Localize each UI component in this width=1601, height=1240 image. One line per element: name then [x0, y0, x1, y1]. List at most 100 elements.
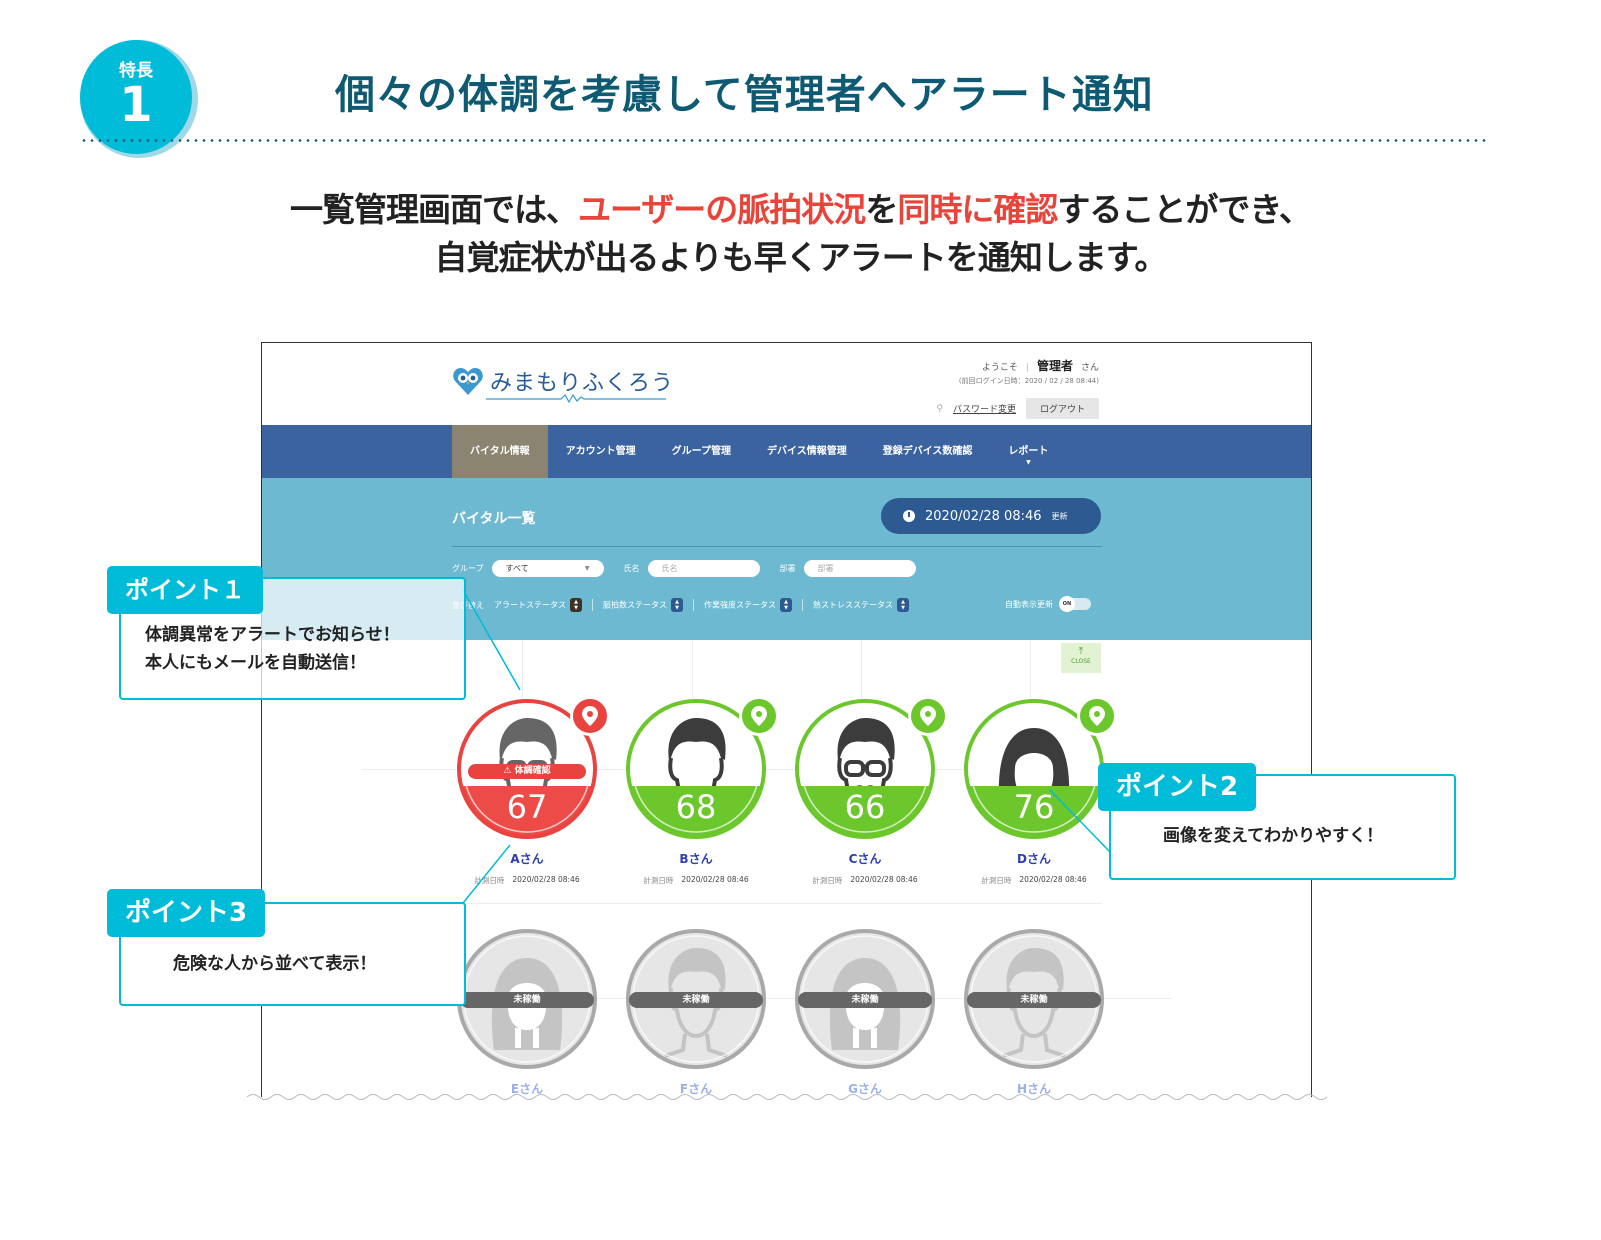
- caret-down-icon: ▼: [1026, 459, 1031, 466]
- user-name[interactable]: Fさん: [679, 1082, 713, 1096]
- sort-toggle-icon[interactable]: ▲▼: [780, 598, 792, 612]
- owl-heart-icon: [453, 368, 483, 395]
- name-label: 氏名: [623, 564, 640, 573]
- updated-datetime: 2020/02/28 08:46: [925, 508, 1042, 524]
- sort-option[interactable]: 脈拍数ステータス▲▼: [603, 598, 683, 612]
- group-select[interactable]: すべて ▼: [491, 560, 604, 577]
- location-pin-icon[interactable]: [1077, 696, 1117, 736]
- nav-item-3[interactable]: デバイス情報管理: [767, 446, 847, 457]
- point-2-tag: ポイント2: [1098, 763, 1257, 811]
- sort-options: 並び替えアラートステータス▲▼脈拍数ステータス▲▼作業強度ステータス▲▼熱ストレ…: [452, 598, 909, 612]
- grid-divider: [362, 769, 1172, 770]
- sort-toggle-icon[interactable]: ▲▼: [897, 598, 909, 612]
- offline-badge: 未稼働: [629, 992, 763, 1008]
- sort-option[interactable]: 作業強度ステータス▲▼: [704, 598, 792, 612]
- user-avatar[interactable]: 未稼働: [456, 928, 598, 1070]
- name-input[interactable]: 氏名: [647, 560, 760, 577]
- filters: グループ すべて ▼ 氏名 氏名 部署 部署: [452, 560, 928, 577]
- user-name[interactable]: Dさん: [1017, 852, 1051, 866]
- user-name[interactable]: Aさん: [510, 852, 544, 866]
- offline-badge: 未稼働: [798, 992, 932, 1008]
- pulse-value: 76: [1013, 788, 1055, 826]
- user-card[interactable]: 未稼働 Gさん: [790, 928, 940, 1097]
- user-name[interactable]: Cさん: [848, 852, 882, 866]
- pulse-value: 68: [675, 788, 717, 826]
- nav-item-4[interactable]: 登録デバイス数確認: [882, 446, 973, 457]
- user-card[interactable]: 未稼働 Hさん: [959, 928, 1109, 1097]
- callout-text: 危険な人から並べて表示！: [173, 954, 377, 974]
- panel-title: バイタル一覧: [452, 511, 536, 527]
- user-card[interactable]: 未稼働 Eさん: [452, 928, 602, 1097]
- callout-text: 本人にもメールを自動送信！: [145, 653, 366, 673]
- password-change-link[interactable]: パスワード変更: [952, 405, 1016, 415]
- user-name[interactable]: Hさん: [1016, 1082, 1052, 1096]
- location-pin-icon[interactable]: [570, 696, 610, 736]
- last-login: (前回ログイン日時：2020 / 02 / 28 08:44): [958, 377, 1099, 385]
- main-nav: バイタル情報 アカウント管理 グループ管理 デバイス情報管理 登録デバイス数確認 レポート…: [262, 425, 1311, 478]
- user-avatar[interactable]: 68: [625, 698, 767, 840]
- callout-text: 画像を変えてわかりやすく！: [1163, 826, 1384, 846]
- sort-option[interactable]: アラートステータス▲▼: [494, 598, 582, 612]
- user-avatar[interactable]: 未稼働: [963, 928, 1105, 1070]
- auto-refresh: 自動表示更新 ON: [1005, 596, 1091, 612]
- location-pin-icon[interactable]: [908, 696, 948, 736]
- chevron-down-icon: ▼: [584, 565, 590, 572]
- badge-label: 特長: [119, 61, 153, 81]
- user-card[interactable]: 未稼働 Fさん: [621, 928, 771, 1097]
- dept-label: 部署: [779, 564, 796, 573]
- pulse-value: 67: [506, 788, 548, 826]
- logo-pulse-line: [486, 393, 666, 403]
- page-title: 個々の体調を考慮して管理者へアラート通知: [335, 72, 1154, 118]
- sort-toggle-icon[interactable]: ▲▼: [570, 598, 582, 612]
- updated-suffix: 更新: [1051, 511, 1068, 521]
- sort-option[interactable]: 熱ストレスステータス▲▼: [813, 598, 909, 612]
- torn-edge: [247, 1094, 1327, 1100]
- grid-divider: [362, 998, 1172, 999]
- alert-badge: ⚠ 体調確認: [468, 764, 586, 779]
- pulse-value: 66: [844, 788, 886, 826]
- nav-item-1[interactable]: アカウント管理: [565, 446, 636, 457]
- user-name[interactable]: Bさん: [679, 852, 713, 866]
- dept-input[interactable]: 部署: [803, 560, 916, 577]
- user-avatar[interactable]: ⚠ 体調確認 67: [456, 698, 598, 840]
- user-name[interactable]: Eさん: [510, 1082, 544, 1096]
- last-updated-button[interactable]: 2020/02/28 08:46 更新: [881, 498, 1101, 534]
- separator: [592, 599, 593, 611]
- subtitle-line-2: 自覚症状が出るよりも早くアラートを通知します。: [434, 238, 1167, 277]
- auto-refresh-toggle[interactable]: ON: [1059, 596, 1091, 612]
- user-name: 管理者: [1036, 359, 1073, 373]
- sort-toggle-icon[interactable]: ▲▼: [671, 598, 683, 612]
- grid-divider: [861, 640, 862, 700]
- offline-badge: 未稼働: [460, 992, 594, 1008]
- highlight-confirm: 同時に確認: [897, 190, 1058, 229]
- user-avatar[interactable]: 66: [794, 698, 936, 840]
- app-window: みまもりふくろう ようこそ | 管理者 さん (前回ログイン日時：2020 / …: [261, 342, 1312, 1097]
- close-button[interactable]: ⤒ CLOSE: [1061, 643, 1101, 673]
- welcome-text: ようこそ: [981, 363, 1018, 373]
- app-logo[interactable]: みまもりふくろう: [452, 365, 674, 397]
- user-name[interactable]: Gさん: [848, 1082, 882, 1096]
- badge-number: 1: [119, 77, 153, 133]
- name-suffix: さん: [1080, 363, 1099, 373]
- offline-badge: 未稼働: [967, 992, 1101, 1008]
- grid-divider: [1030, 640, 1031, 700]
- logout-button[interactable]: ログアウト: [1025, 398, 1099, 419]
- separator: [693, 599, 694, 611]
- user-avatar[interactable]: 未稼働: [625, 928, 767, 1070]
- subtitle-line-1: 一覧管理画面では、ユーザーの脈拍状況を同時に確認することができ、: [289, 190, 1312, 229]
- user-avatar[interactable]: 未稼働: [794, 928, 936, 1070]
- location-pin-icon[interactable]: [739, 696, 779, 736]
- nav-item-5[interactable]: レポート▼: [1008, 446, 1049, 466]
- warning-icon: ⚠: [503, 766, 515, 776]
- arrow-up-icon: ⤒: [1078, 646, 1084, 657]
- nav-item-0[interactable]: バイタル情報: [452, 425, 548, 478]
- nav-item-2[interactable]: グループ管理: [671, 446, 732, 457]
